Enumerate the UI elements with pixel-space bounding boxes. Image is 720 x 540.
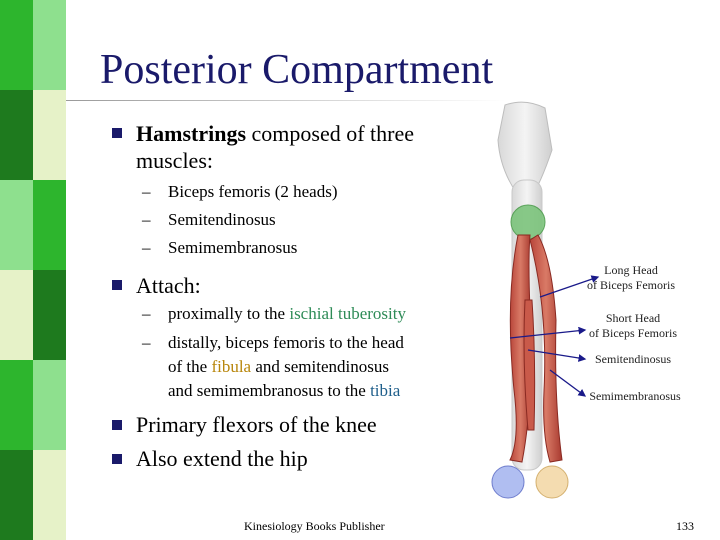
strip-cell xyxy=(0,450,33,480)
sub-biceps-femoris: –Biceps femoris (2 heads) xyxy=(142,182,338,201)
slide-title: Posterior Compartment xyxy=(100,47,494,93)
pelvis-bone xyxy=(497,101,553,196)
sub-proximal-attachment: –proximally to the ischial tuberosity xyxy=(142,304,406,323)
bullet-hamstrings: Hamstrings composed of three muscles: xyxy=(136,120,456,174)
strip-cell xyxy=(33,210,66,240)
semitendinosus-muscle xyxy=(523,299,536,431)
hamstring-anatomy-illustration xyxy=(491,101,569,499)
strip-cell xyxy=(0,360,33,390)
strip-cell xyxy=(33,90,66,120)
strip-cell xyxy=(0,390,33,420)
sub-distal-attachment-line3: and semimembranosus to the tibia xyxy=(168,381,401,400)
bullet-attach: Attach: xyxy=(136,273,201,298)
strip-cell xyxy=(33,240,66,270)
strip-cell xyxy=(33,300,66,330)
hamstrings-text: composed of three xyxy=(246,121,415,146)
strip-cell xyxy=(0,240,33,270)
strip-cell xyxy=(33,390,66,420)
strip-cell xyxy=(33,330,66,360)
tibia-term: tibia xyxy=(370,381,401,400)
hamstrings-text-line2: muscles: xyxy=(136,148,213,173)
bullet-square-icon xyxy=(112,280,122,290)
semimembranosus-muscle xyxy=(529,234,563,463)
strip-cell xyxy=(0,480,33,510)
strip-cell xyxy=(0,180,33,210)
label-semimembranosus: Semimembranosus xyxy=(589,389,681,403)
strip-cell xyxy=(0,510,33,540)
sub-distal-attachment: –distally, biceps femoris to the head xyxy=(142,333,404,352)
strip-cell xyxy=(33,120,66,150)
arrow-semimembranosus xyxy=(549,369,587,397)
footer-publisher: Kinesiology Books Publisher xyxy=(244,519,385,533)
strip-cell xyxy=(33,30,66,60)
strip-cell xyxy=(0,30,33,60)
fibula-head-marker xyxy=(491,465,525,499)
strip-cell xyxy=(0,210,33,240)
hamstrings-bold: Hamstrings xyxy=(136,121,246,146)
strip-cell xyxy=(33,270,66,300)
page-number: 133 xyxy=(676,519,694,533)
strip-cell xyxy=(0,150,33,180)
strip-cell xyxy=(33,450,66,480)
strip-cell xyxy=(0,90,33,120)
fibula-term: fibula xyxy=(211,357,252,376)
strip-cell xyxy=(0,270,33,300)
bullet-square-icon xyxy=(112,128,122,138)
strip-cell xyxy=(0,60,33,90)
strip-cell xyxy=(33,420,66,450)
sub-semitendinosus: –Semitendinosus xyxy=(142,210,276,229)
strip-cell xyxy=(33,60,66,90)
strip-cell xyxy=(33,480,66,510)
strip-cell xyxy=(33,0,66,30)
bullet-primary-flexors: Primary flexors of the knee xyxy=(136,412,377,437)
strip-cell xyxy=(33,510,66,540)
arrow-semitendinosus xyxy=(527,349,587,362)
strip-cell xyxy=(0,420,33,450)
arrow-short-head xyxy=(509,326,587,339)
strip-cell xyxy=(0,0,33,30)
strip-cell xyxy=(0,330,33,360)
strip-cell xyxy=(0,120,33,150)
bullet-extend-hip: Also extend the hip xyxy=(136,446,308,471)
strip-cell xyxy=(33,180,66,210)
bullet-square-icon xyxy=(112,454,122,464)
tibia-marker xyxy=(535,465,569,499)
strip-cell xyxy=(0,300,33,330)
strip-cell xyxy=(33,360,66,390)
strip-cell xyxy=(33,150,66,180)
label-semitendinosus: Semitendinosus xyxy=(594,352,671,366)
sub-distal-attachment-line2: of the fibula and semitendinosus xyxy=(168,357,389,376)
sub-semimembranosus: –Semimembranosus xyxy=(142,238,298,257)
decorative-side-strip xyxy=(0,0,66,540)
bullet-square-icon xyxy=(112,420,122,430)
ischial-tuberosity-term: ischial tuberosity xyxy=(289,304,406,323)
arrow-long-head xyxy=(539,275,600,298)
title-divider xyxy=(66,100,506,101)
